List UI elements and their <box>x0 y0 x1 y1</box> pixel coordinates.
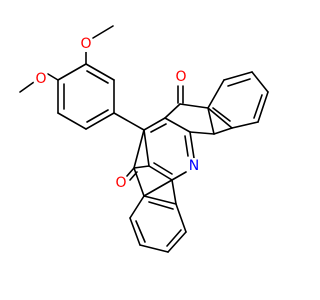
lower-ring-fusion <box>171 179 177 205</box>
pyridine-ring <box>143 117 195 181</box>
upper-indenone <box>164 85 215 135</box>
lower-indenone <box>126 129 173 197</box>
oxygen-label: O <box>80 36 91 52</box>
oxygen-label: O <box>175 69 186 85</box>
dimethoxyphenyl-ring <box>57 63 115 130</box>
structure-canvas: O O O O N <box>19 25 269 253</box>
atom-o-methoxy-lower: O <box>33 71 49 87</box>
lower-benzo-ring <box>129 195 187 253</box>
atom-o-ketone-lower: O <box>113 175 129 191</box>
oxygen-label: O <box>35 71 46 87</box>
methoxy-upper <box>85 25 114 65</box>
upper-benzo-ring <box>207 71 269 129</box>
atom-o-ketone-upper: O <box>173 69 189 85</box>
nitrogen-label: N <box>189 158 199 174</box>
methoxy-lower <box>19 73 59 93</box>
aryl-core-bond <box>113 112 145 131</box>
atom-o-methoxy-upper: O <box>78 36 94 52</box>
upper-ring-fusion <box>213 127 233 135</box>
molecule-structure: O O O O N <box>19 25 269 253</box>
oxygen-label: O <box>115 175 126 191</box>
atom-n-pyridine: N <box>186 158 202 174</box>
